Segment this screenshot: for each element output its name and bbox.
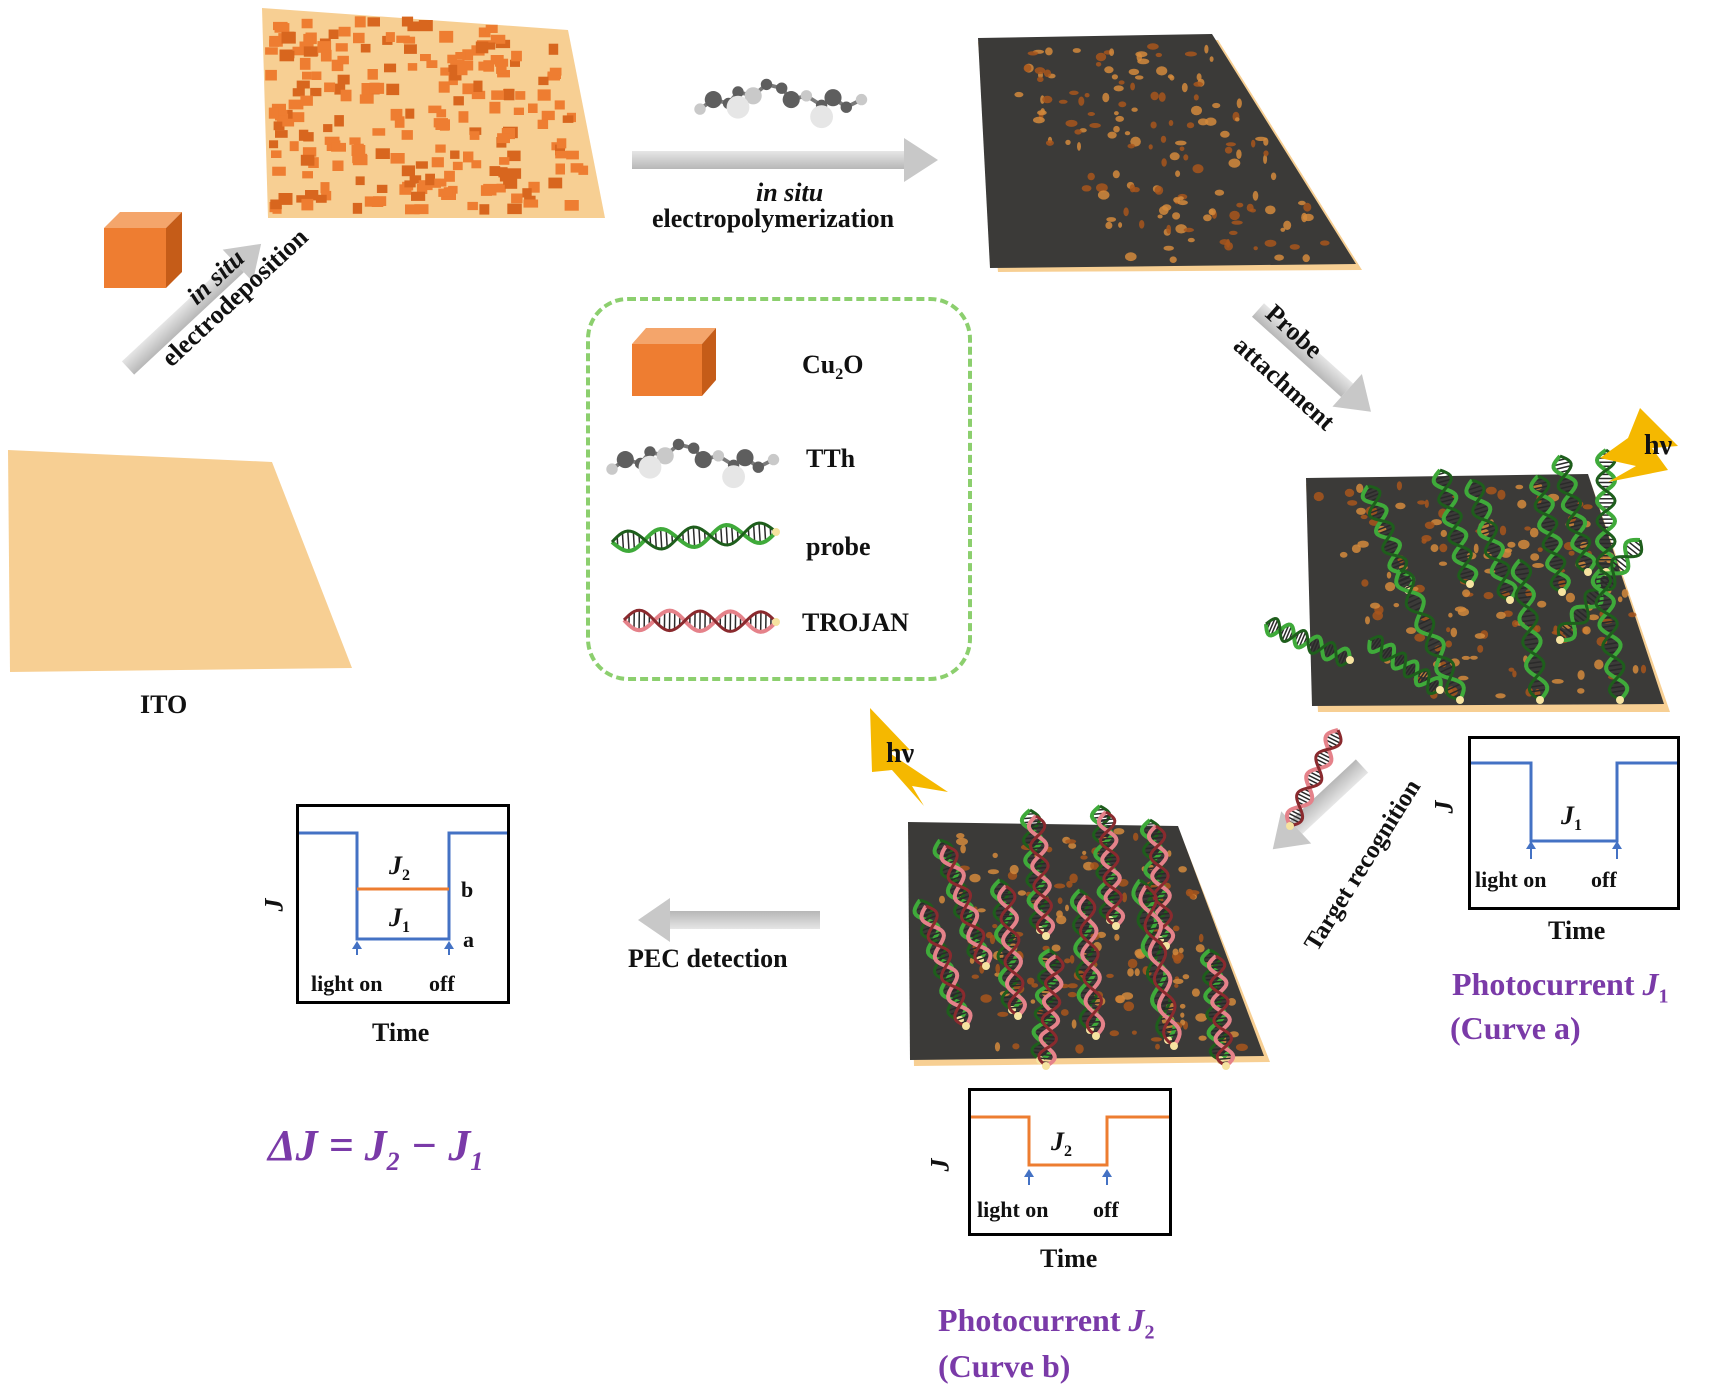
caption-curve-a-line2: (Curve a) (1450, 1010, 1581, 1046)
plot-curve-b-j-label: J2 (1051, 1127, 1072, 1161)
legend-tth-icon (606, 438, 780, 489)
light-on-arrow-icon (352, 941, 362, 955)
plot-combined-a-label: a (463, 927, 474, 952)
plot-curve-b-y-axis: J (925, 1158, 955, 1172)
plot-combined-y-axis: J (259, 898, 289, 912)
caption-curve-b-line2: (Curve b) (938, 1348, 1071, 1384)
electropolymerization-label: electropolymerization (652, 204, 895, 233)
arrow-electrodeposition (121, 243, 262, 375)
legend-label-tth: TTh (806, 444, 856, 473)
legend-label-trojan: TROJAN (802, 608, 909, 637)
lightning-icon-left (870, 708, 948, 806)
trojan-strand-icon (1284, 728, 1343, 830)
plot-curve-a-off: off (1591, 867, 1617, 892)
plot-combined-x-axis: Time (372, 1018, 430, 1047)
plot-combined-j1-label: J1 (389, 903, 410, 937)
off-arrow-icon (444, 941, 454, 955)
plot-curve-b-x-axis: Time (1040, 1244, 1098, 1273)
plot-curve-a-frame: J1 light on off (1468, 736, 1680, 910)
legend-probe-icon (610, 521, 780, 553)
plot-combined-j2-label: J2 (389, 851, 410, 885)
lightning-icon-right (1600, 408, 1678, 482)
ito-substrate (8, 450, 352, 672)
caption-curve-b-line1: Photocurrent J2 (938, 1302, 1155, 1344)
plot-curve-b-light-on: light on (977, 1197, 1049, 1222)
plot-curve-a-light-on: light on (1475, 867, 1547, 892)
plot-curve-a-trace (1471, 761, 1677, 859)
probe-electrode (1264, 448, 1670, 712)
plot-curve-a-y-axis: J (1429, 800, 1459, 814)
plot-combined-b-label: b (461, 877, 474, 902)
arrow-probe-attachment (1251, 303, 1371, 412)
plot-combined-frame: J2 J1 b a light on off (296, 804, 510, 1004)
tth-molecule-icon (694, 78, 868, 129)
arrow-pec-detection (638, 898, 820, 942)
polymer-film-substrate (978, 34, 1362, 272)
plot-combined-trace (299, 831, 507, 955)
pec-detection-label: PEC detection (628, 944, 788, 973)
arrow-target-recognition (1272, 759, 1369, 850)
plot-curve-a-x-axis: Time (1548, 916, 1606, 945)
plot-curve-b-frame: J2 light on off (968, 1088, 1172, 1236)
plot-combined-light-on: light on (311, 971, 383, 996)
hv-label-right: hν (1644, 430, 1673, 461)
light-on-arrow-icon (1024, 1169, 1034, 1185)
target-electrode (908, 804, 1270, 1070)
legend-box (586, 297, 972, 681)
plot-curve-a-j-label: J1 (1561, 801, 1582, 835)
plot-curve-b-off: off (1093, 1197, 1119, 1222)
off-arrow-icon (1612, 841, 1622, 859)
off-arrow-icon (1102, 1169, 1112, 1185)
plot-curve-b-trace (971, 1115, 1169, 1185)
light-on-arrow-icon (1526, 841, 1536, 859)
legend-label-cu2o: Cu2O (802, 350, 864, 384)
cu2o-cube-icon (104, 212, 182, 288)
hv-label-left: hν (886, 738, 915, 769)
ito-label: ITO (140, 690, 188, 719)
arrow-electropolymerization (632, 138, 938, 182)
legend-cu2o-icon (632, 328, 716, 396)
plot-combined-off: off (429, 971, 455, 996)
delta-j-equation: ΔJ = J2 − J1 (268, 1121, 484, 1176)
legend-label-probe: probe (806, 532, 871, 561)
legend-trojan-icon (622, 608, 780, 634)
caption-curve-a-line1: Photocurrent J1 (1452, 966, 1669, 1008)
electropolymerization-italic-label: in situ (756, 178, 824, 207)
cu2o-substrate (262, 8, 605, 218)
